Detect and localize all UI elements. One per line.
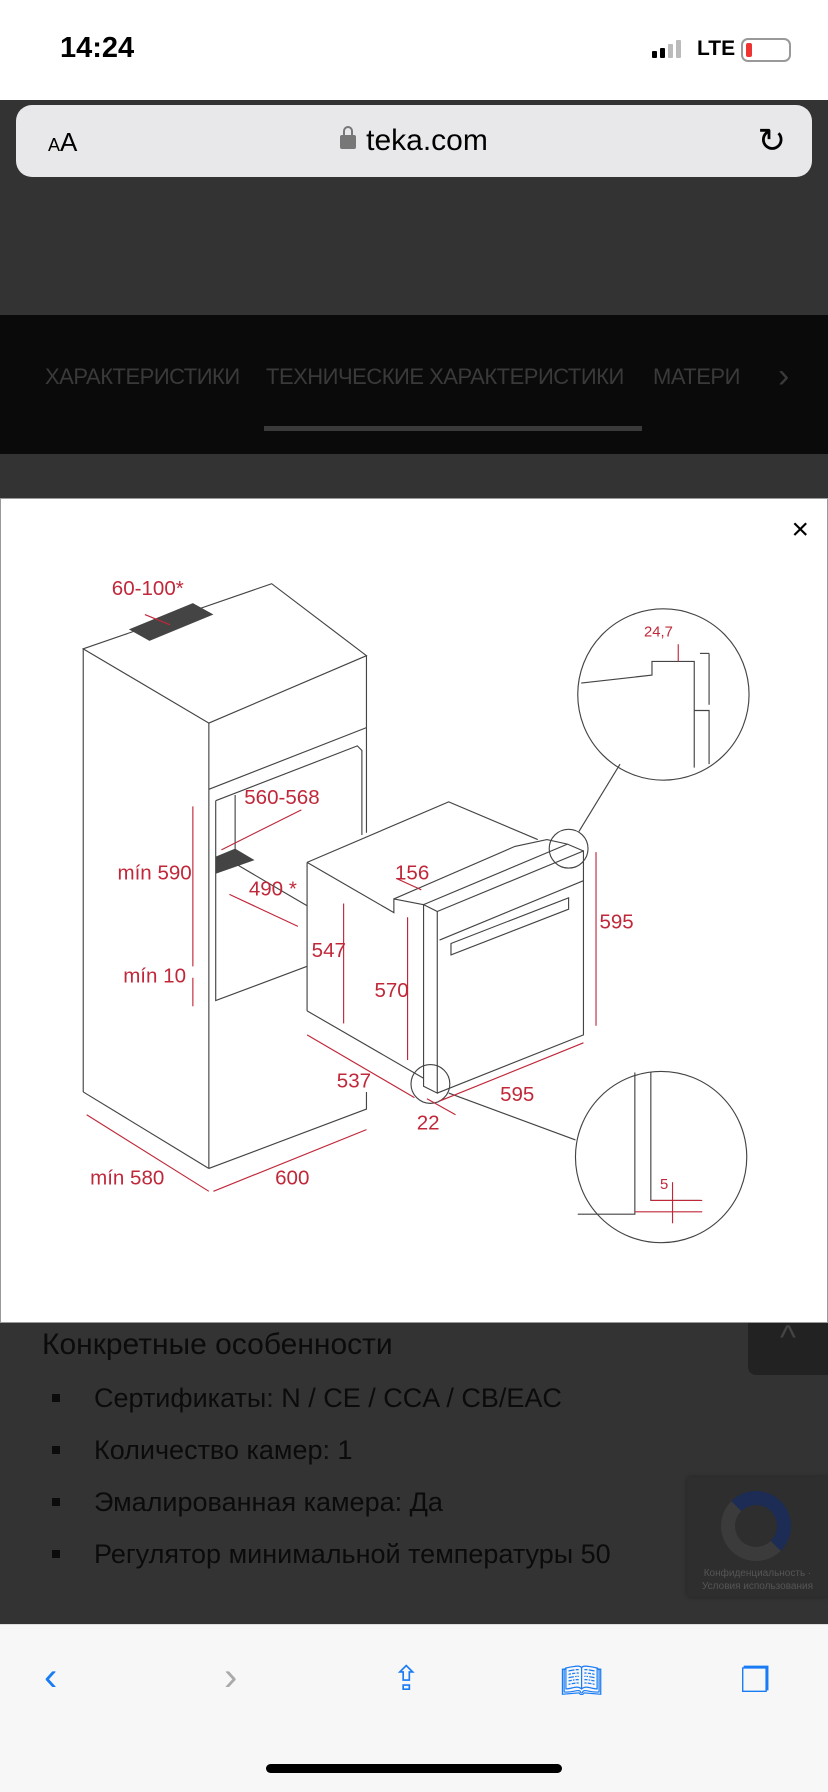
privacy-link[interactable]: Конфиденциальность <box>703 1568 806 1579</box>
dim-door: 22 <box>417 1112 440 1135</box>
feature-list: Сертификаты: N / CE / CCA / CB/EAC Колич… <box>52 1372 702 1580</box>
clock: 14:24 <box>60 32 135 64</box>
dim-body-height: 547 <box>312 939 346 962</box>
text-size-button[interactable]: AA <box>48 127 78 157</box>
tab-features[interactable]: ХАРАКТЕРИСТИКИ <box>45 364 240 389</box>
section-tabs: ХАРАКТЕРИСТИКИ ТЕХНИЧЕСКИЕ ХАРАКТЕРИСТИК… <box>0 315 828 454</box>
list-item: Эмалированная камера: Да <box>52 1476 702 1528</box>
home-indicator <box>266 1764 562 1773</box>
installation-diagram: 60-100* 560-568 mín 590 490 * mín 10 mín… <box>81 577 750 1244</box>
dim-front-width: 595 <box>500 1083 534 1106</box>
dim-cabinet-width: 600 <box>275 1166 309 1189</box>
back-to-top-button[interactable]: ^ <box>748 1321 828 1375</box>
dim-detail-top: 24,7 <box>644 624 673 640</box>
list-item: Количество камер: 1 <box>52 1424 702 1476</box>
recaptcha-icon <box>721 1491 791 1561</box>
terms-link[interactable]: Условия использования <box>702 1581 813 1592</box>
tab-tech-specs[interactable]: ТЕХНИЧЕСКИЕ ХАРАКТЕРИСТИКИ <box>266 364 624 389</box>
dim-min-bottom: mín 10 <box>123 964 186 987</box>
battery-icon <box>741 38 791 62</box>
dim-notch: 156 <box>395 862 429 885</box>
dim-depth: 537 <box>337 1069 371 1092</box>
tabs-icon[interactable]: ❐ <box>740 1662 771 1700</box>
signal-icon <box>652 40 681 58</box>
dimensions-modal: 60-100* 560-568 mín 590 490 * mín 10 mín… <box>0 498 828 1323</box>
forward-icon[interactable]: › <box>224 1655 238 1699</box>
url-field[interactable]: teka.com <box>16 124 812 158</box>
dim-niche-width: 560-568 <box>244 786 319 809</box>
dim-min-height: mín 590 <box>117 862 191 885</box>
page-header <box>0 196 828 315</box>
reload-icon[interactable]: ↻ <box>757 122 787 160</box>
address-bar[interactable]: AA teka.com ↻ <box>16 105 812 177</box>
dim-front-height: 595 <box>599 911 633 934</box>
list-item: Сертификаты: N / CE / CCA / CB/EAC <box>52 1372 702 1424</box>
tab-materials[interactable]: МАТЕРИ <box>653 364 739 389</box>
bookmarks-icon[interactable]: 📖︎ <box>560 1662 604 1700</box>
active-tab-indicator <box>264 426 642 431</box>
dim-vent: 60-100* <box>112 577 184 600</box>
dim-niche-depth: 490 * <box>249 878 297 901</box>
domain-text: teka.com <box>366 124 488 157</box>
dim-side-height: 570 <box>374 979 408 1002</box>
back-icon[interactable]: ‹ <box>44 1655 58 1699</box>
recaptcha-badge[interactable]: Конфиденциальность ·Условия использовани… <box>687 1477 828 1597</box>
network-type: LTE <box>697 37 736 60</box>
list-item: Регулятор минимальной температуры 50 <box>52 1528 702 1580</box>
section-heading: Конкретные особенности <box>42 1328 393 1361</box>
lock-icon <box>340 126 357 149</box>
dim-min-depth: mín 580 <box>90 1166 164 1189</box>
close-button[interactable]: × <box>791 513 809 546</box>
status-bar: 14:24 LTE <box>0 0 828 100</box>
dim-detail-bottom: 5 <box>660 1177 668 1193</box>
chevron-right-icon[interactable]: › <box>778 357 790 395</box>
share-icon[interactable]: ⇪ <box>392 1660 421 1698</box>
